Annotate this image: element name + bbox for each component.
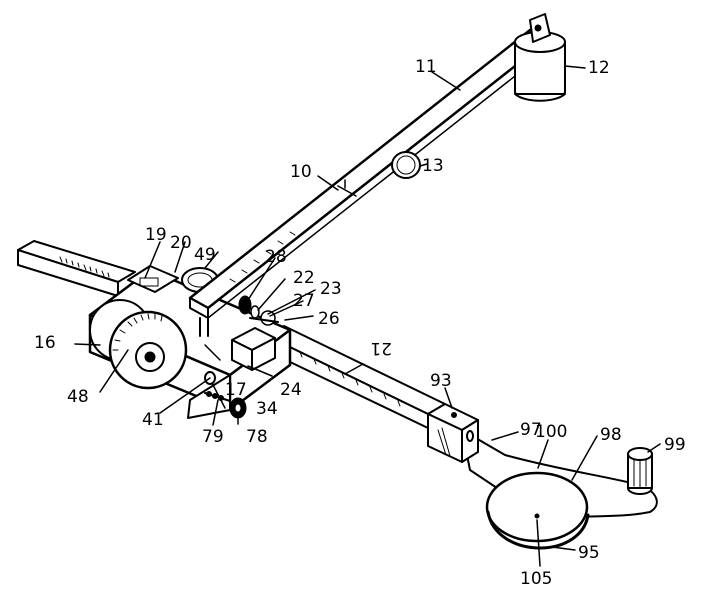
label-12: 12 — [588, 58, 610, 78]
label-20: 20 — [170, 233, 192, 253]
label-21: 21 — [370, 338, 392, 358]
label-34: 34 — [256, 399, 278, 419]
label-28: 28 — [265, 247, 287, 267]
label-93: 93 — [430, 371, 452, 391]
label-98: 98 — [600, 425, 622, 445]
label-79: 79 — [202, 427, 224, 447]
left-scale-bar — [17, 240, 136, 297]
leader-lines — [74, 65, 661, 567]
knob-99 — [627, 447, 653, 495]
label-16: 16 — [34, 333, 56, 353]
label-41: 41 — [142, 410, 164, 430]
pivot-point-105 — [534, 513, 540, 519]
knob-13 — [391, 151, 421, 179]
label-105: 105 — [520, 569, 552, 589]
block-93 — [427, 403, 479, 463]
label-99: 99 — [664, 435, 686, 455]
label-97: 97 — [520, 420, 542, 440]
label-95: 95 — [578, 543, 600, 563]
label-22: 22 — [293, 268, 315, 288]
label-78: 78 — [246, 427, 268, 447]
dial-48 — [89, 299, 188, 390]
label-11: 11 — [415, 57, 437, 77]
adjustment-parts — [204, 371, 247, 419]
arm-10-11 — [188, 28, 550, 337]
label-17: 17 — [225, 380, 247, 400]
label-48: 48 — [67, 387, 89, 407]
label-100: 100 — [535, 422, 567, 442]
label-13: 13 — [422, 156, 444, 176]
label-26: 26 — [318, 309, 340, 329]
label-19: 19 — [145, 225, 167, 245]
scale-bar-21 — [264, 325, 446, 429]
label-27: 27 — [293, 291, 315, 311]
label-49: 49 — [194, 245, 216, 265]
disc-95 — [485, 471, 590, 550]
weight-12 — [514, 13, 566, 102]
reference-numerals: 11 12 13 10 19 20 49 28 22 23 27 26 16 2… — [34, 57, 686, 589]
label-10: 10 — [290, 162, 312, 182]
label-23: 23 — [320, 279, 342, 299]
label-24: 24 — [280, 380, 302, 400]
